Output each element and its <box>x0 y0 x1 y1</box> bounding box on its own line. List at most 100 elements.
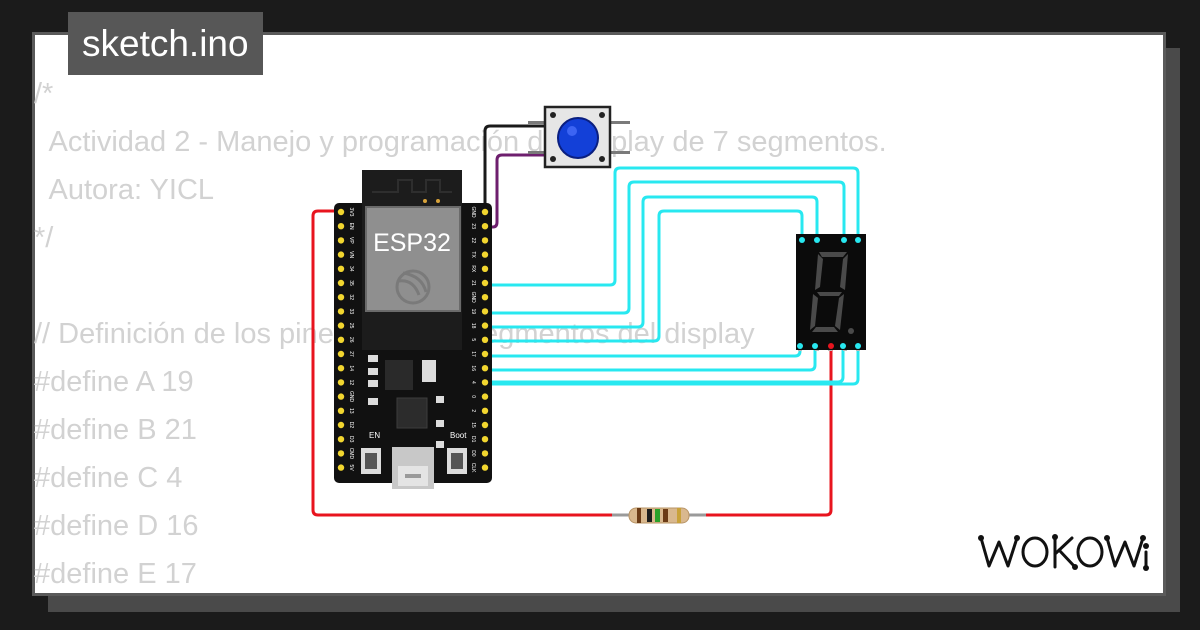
pin-label: VN <box>348 251 354 258</box>
code-line: #define C 4 <box>34 462 183 494</box>
code-line: */ <box>34 222 54 254</box>
segment-wire[interactable] <box>485 195 819 329</box>
header-pin[interactable] <box>481 308 489 315</box>
micro-usb-port[interactable] <box>392 447 434 489</box>
pin-label: 19 <box>470 309 476 315</box>
header-pin[interactable] <box>337 464 345 471</box>
pin-label: 2 <box>470 409 476 412</box>
pin-label: VP <box>348 237 354 244</box>
header-pin[interactable] <box>481 379 489 386</box>
module-shield <box>365 206 461 312</box>
header-pin[interactable] <box>337 436 345 443</box>
header-pin[interactable] <box>481 279 489 287</box>
resistor[interactable] <box>612 507 706 524</box>
header-pin[interactable] <box>481 251 489 258</box>
segment-wire[interactable] <box>485 343 860 386</box>
header-pin[interactable] <box>337 393 345 400</box>
code-line: Autora: YICL <box>34 174 215 206</box>
header-pin[interactable] <box>481 407 489 414</box>
header-pin[interactable] <box>481 237 489 244</box>
header-pin[interactable] <box>337 237 345 244</box>
header-pin[interactable] <box>337 350 345 358</box>
pin-label: 23 <box>470 223 476 229</box>
button-cap[interactable] <box>557 117 599 159</box>
header-pin[interactable] <box>337 450 345 457</box>
header-pin[interactable] <box>481 365 489 372</box>
segment-wire[interactable] <box>485 180 846 315</box>
segment-wire[interactable] <box>485 343 817 372</box>
pin-label: 27 <box>348 351 354 357</box>
segment-wire[interactable] <box>485 343 802 358</box>
usb-chip <box>396 397 428 429</box>
header-pin[interactable] <box>481 450 489 457</box>
header-pin[interactable] <box>481 265 489 272</box>
pin-label: 4 <box>470 381 476 384</box>
header-pin[interactable] <box>481 393 489 400</box>
en-button[interactable] <box>361 448 381 474</box>
header-pin[interactable] <box>337 265 345 272</box>
left-pin-headers: 3V3ENVPVN343532332526271412GND13D2D3CMD5… <box>337 208 354 472</box>
header-pin[interactable] <box>481 223 489 230</box>
espressif-logo-icon <box>395 269 431 305</box>
pushbutton[interactable] <box>528 105 630 169</box>
pin-label: 17 <box>470 351 476 357</box>
header-pin[interactable] <box>481 208 489 216</box>
power-wire[interactable] <box>311 209 618 517</box>
header-pin[interactable] <box>337 308 345 315</box>
pin-label: 18 <box>470 323 476 329</box>
pin-label: 5 <box>470 338 476 341</box>
segment-wire[interactable] <box>485 209 804 343</box>
header-pin[interactable] <box>337 223 345 230</box>
pin-label: CMD <box>348 448 354 460</box>
button-signal-wire[interactable] <box>485 153 548 229</box>
pin-label: 16 <box>470 365 476 371</box>
header-pin[interactable] <box>337 365 345 372</box>
pin-label: 13 <box>348 408 354 414</box>
code-line: #define D 16 <box>34 510 199 542</box>
ground-wire[interactable] <box>483 124 548 213</box>
pin-label: 12 <box>348 380 354 386</box>
pin-label: 26 <box>348 337 354 343</box>
header-pin[interactable] <box>481 436 489 443</box>
header-pin[interactable] <box>337 336 345 343</box>
header-pin[interactable] <box>337 251 345 258</box>
esp32-board[interactable]: ESP32 EN Boot <box>334 170 492 489</box>
pin-label: 3V3 <box>348 208 354 217</box>
segment-wire[interactable] <box>485 166 860 287</box>
header-pin[interactable] <box>337 407 345 414</box>
pin-label: D2 <box>348 422 354 429</box>
header-pin[interactable] <box>481 350 489 358</box>
header-pin[interactable] <box>337 279 345 287</box>
pin-label: D1 <box>470 436 476 443</box>
header-pin[interactable] <box>337 421 345 429</box>
code-line: #define B 21 <box>34 414 197 446</box>
pin-label: 5V <box>348 465 354 472</box>
segments <box>810 252 848 332</box>
segment-wire[interactable] <box>485 343 845 384</box>
pin-label: 33 <box>348 309 354 315</box>
pin-label: GND <box>470 206 476 218</box>
header-pin[interactable] <box>481 336 489 343</box>
header-pin[interactable] <box>481 421 489 429</box>
seven-segment-display[interactable] <box>796 234 866 351</box>
file-name-tab[interactable]: sketch.ino <box>68 12 263 75</box>
header-pin[interactable] <box>337 294 345 301</box>
code-line: #define A 19 <box>34 366 194 398</box>
resistor-power-wire[interactable] <box>700 343 833 517</box>
header-pin[interactable] <box>481 464 489 471</box>
header-pin[interactable] <box>481 294 489 301</box>
pin-label: RX <box>470 265 476 273</box>
pin-label: 0 <box>470 395 476 398</box>
header-pin[interactable] <box>337 208 345 216</box>
boot-button[interactable] <box>447 448 467 474</box>
pin-label: CLK <box>470 463 476 473</box>
header-pin[interactable] <box>481 322 489 329</box>
decimal-point <box>848 328 854 334</box>
boot-label: Boot <box>450 431 467 440</box>
pin-label: TX <box>470 251 476 258</box>
header-pin[interactable] <box>337 379 345 386</box>
header-pin[interactable] <box>337 322 345 329</box>
pin-label: 14 <box>348 365 354 371</box>
pin-label: 22 <box>470 238 476 244</box>
